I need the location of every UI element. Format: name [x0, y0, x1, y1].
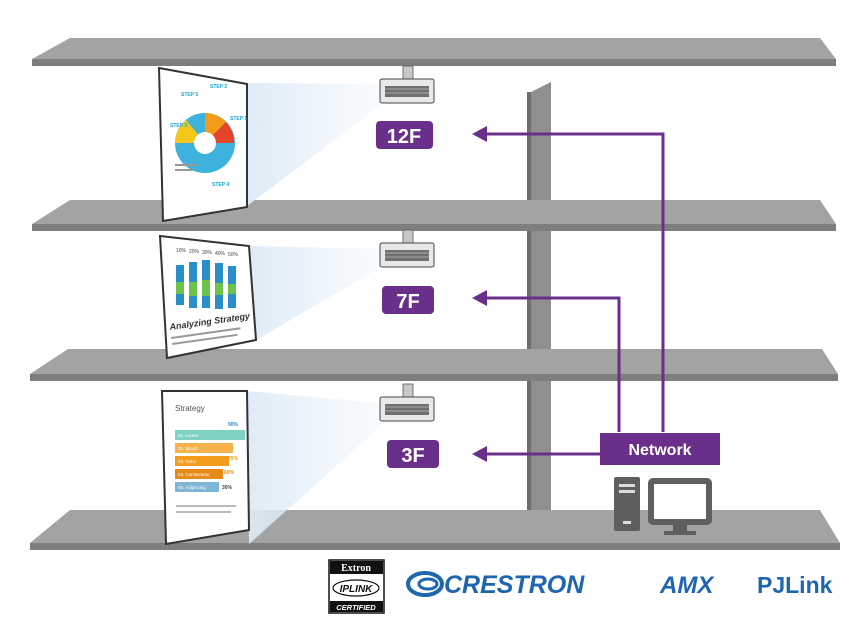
value-label: 90%: [228, 422, 239, 428]
network-connection-3f: [472, 446, 600, 462]
floor-slab-12f: [32, 200, 836, 231]
floor-label-text: 3F: [401, 445, 424, 467]
network-hub: Network: [600, 433, 720, 465]
projection-screen-12f: STEP 2 STEP 3 STEP 1 STEP 4 STEP 5: [157, 66, 248, 223]
projection-beam-12f: [247, 83, 390, 206]
step-label: STEP 1: [230, 116, 247, 122]
percent-tick: 50%: [228, 252, 239, 258]
floor-label-text: 7F: [396, 291, 419, 313]
step-label: STEP 4: [212, 182, 229, 188]
row-label: 04. Consectetur: [178, 472, 210, 477]
floor-label-text: 12F: [387, 126, 421, 148]
network-connection-12f: [472, 126, 665, 432]
floor-label-3f: 3F: [387, 440, 439, 468]
crestron-wordmark: CRESTRON: [444, 571, 585, 599]
row-label: 05. Adipiscing: [178, 485, 206, 490]
step-label: STEP 2: [210, 84, 227, 90]
projection-screen-3f: Strategy 01. Lorem 02. Ipsum 03. Dolor 0…: [160, 390, 251, 546]
step-label: STEP 5: [181, 92, 198, 98]
network-label: Network: [628, 442, 691, 459]
network-connection-7f: [472, 290, 621, 432]
floor-label-12f: 12F: [376, 121, 433, 149]
row-label: 03. Dolor: [178, 459, 197, 464]
projection-screen-7f: 10% 20% 30% 40% 50% Analyzing Strategy: [158, 234, 258, 360]
percent-tick: 30%: [202, 250, 213, 256]
row-label: 01. Lorem: [178, 433, 199, 438]
projector-icon-3f: [379, 383, 435, 422]
projector-icon-7f: [379, 229, 435, 268]
pjlink-logo: PJLink: [757, 572, 833, 598]
floor-slab-7f: [30, 349, 838, 381]
projection-beam-7f: [249, 246, 390, 340]
screen-title: Strategy: [175, 404, 205, 413]
floor-label-7f: 7F: [382, 286, 434, 314]
amx-logo: AMX: [659, 572, 715, 599]
value-label: 75%: [228, 456, 239, 462]
percent-tick: 10%: [176, 248, 187, 254]
projector-icon-12f: [379, 65, 435, 104]
floor-slab-3f: [30, 510, 840, 550]
extron-certified: CERTIFIED: [336, 603, 376, 612]
partition-wall: [527, 82, 551, 548]
floor-slab-roof: [32, 38, 836, 66]
computer-icon: [614, 477, 712, 535]
extron-product: IPLINK: [340, 584, 374, 595]
percent-tick: 20%: [189, 249, 200, 255]
crestron-logo: CRESTRON: [406, 571, 585, 599]
extron-iplink-logo: Extron IPLINK CERTIFIED: [328, 559, 385, 614]
row-label: 02. Ipsum: [178, 446, 198, 451]
percent-tick: 40%: [215, 251, 226, 257]
value-label: 60%: [224, 470, 235, 476]
step-label: STEP 3: [170, 123, 187, 129]
projection-beam-3f: [247, 391, 390, 544]
extron-brand: Extron: [341, 563, 371, 574]
value-label: 30%: [222, 485, 233, 491]
